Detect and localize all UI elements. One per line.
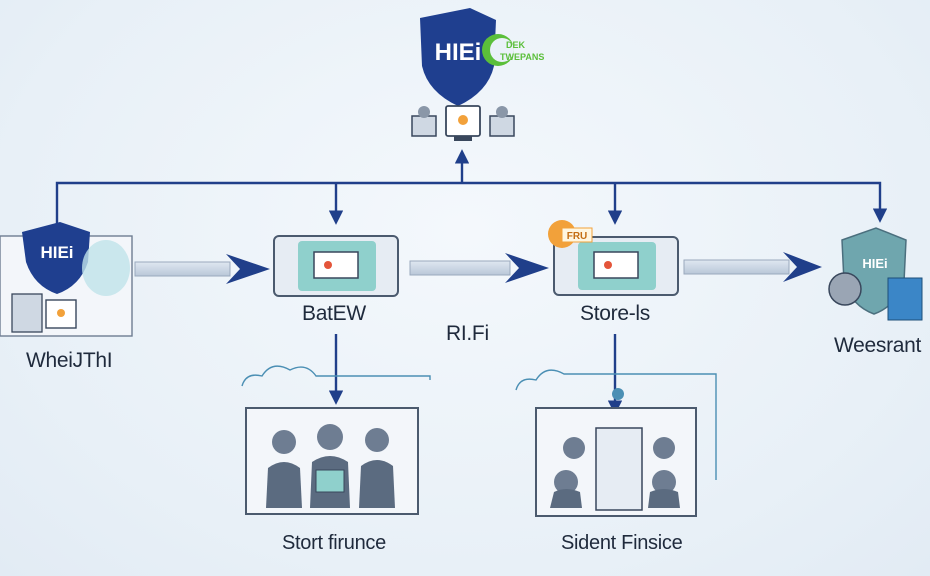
flow-arrow-1: [134, 254, 270, 284]
left-node-label: WheiJThI: [26, 349, 113, 372]
flow-arrow-2: [409, 253, 549, 283]
middle-label: RI.Fi: [446, 322, 489, 345]
left-group-label: Stort firunce: [282, 532, 386, 554]
flow-arrow-3: [683, 252, 822, 282]
right-group-label: Sident Finsice: [561, 532, 683, 554]
brand-logo: [420, 8, 514, 106]
person-icon: [648, 437, 680, 508]
center-left-label: BatEW: [302, 302, 366, 325]
center-right-label: Store-ls: [580, 302, 650, 325]
brand-tag-line1: DEK: [506, 40, 526, 50]
gear-icon: [489, 106, 515, 137]
brand-tag-line2: TWEPANS: [500, 52, 544, 62]
person-icon: [359, 428, 395, 508]
gear-icon: [411, 106, 437, 137]
brand-shield-text: HIEi: [435, 39, 482, 66]
person-icon: [266, 430, 302, 508]
top-device: [445, 105, 481, 141]
right-shield-text: HIEi: [862, 256, 887, 271]
right-node-label: Weesrant: [834, 334, 922, 357]
left-node: [0, 222, 133, 337]
left-shield-text: HIEi: [40, 243, 73, 262]
center-right-device: [548, 220, 679, 296]
right-group: [515, 369, 717, 517]
connector-lines: [55, 149, 888, 415]
right-node: [828, 227, 923, 321]
left-group: [241, 365, 431, 515]
center-left-device: [273, 235, 399, 297]
store-badge-text: FRU: [567, 231, 588, 242]
person-icon: [310, 424, 350, 508]
person-icon: [550, 437, 585, 508]
